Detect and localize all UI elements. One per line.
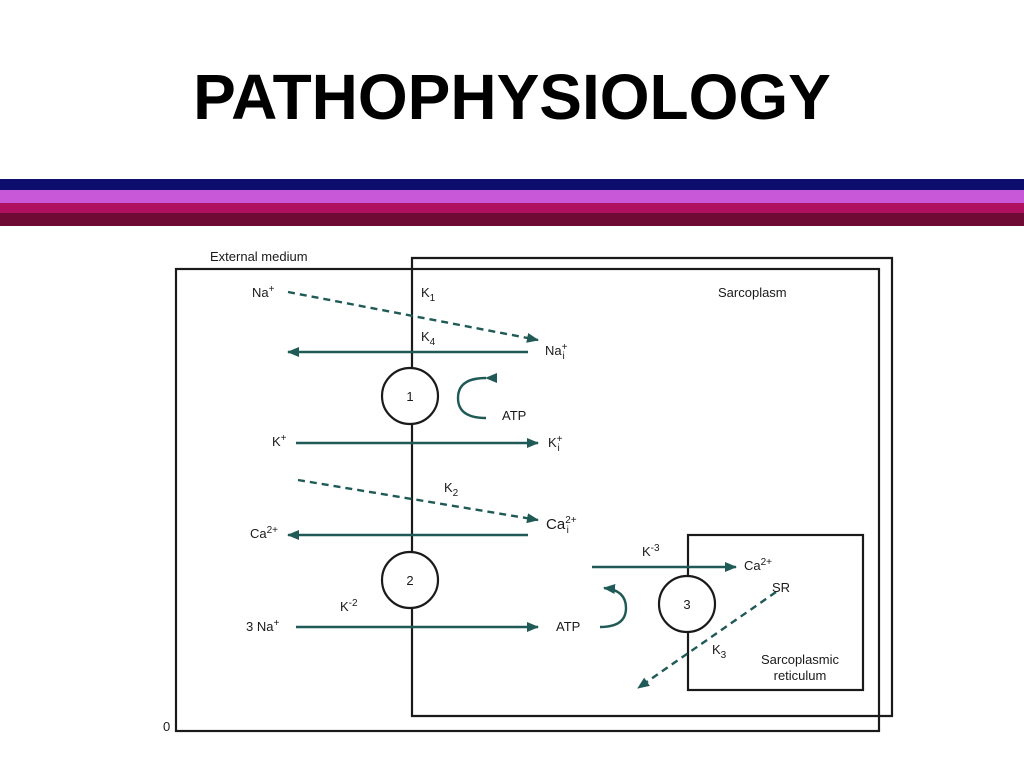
ca-inside-label: Ca2+i [546, 515, 577, 536]
sarcoplasm-label: Sarcoplasm [718, 285, 787, 300]
band-maroon [0, 213, 1024, 226]
sarcolemma [410, 256, 894, 718]
atp-label-2: ATP [556, 619, 580, 634]
slide-title: PATHOPHYSIOLOGY [193, 61, 831, 133]
k-minus-3-label: K-3 [642, 543, 660, 559]
pump-3-label: 3 [683, 597, 690, 612]
ca-sr-label: Ca2+ [744, 557, 772, 573]
pump-2: 2 [380, 550, 440, 610]
external-medium-frame [174, 267, 881, 733]
k1-label: K1 [421, 285, 436, 304]
sarcoplasmic-reticulum-label-2: reticulum [774, 668, 827, 683]
atp-loop-1 [456, 372, 498, 420]
k3-label: K3 [712, 642, 727, 661]
k-minus-2-label: K-2 [340, 598, 358, 614]
cell-membranes [174, 256, 894, 733]
flux-arrows [287, 290, 777, 689]
band-violet [0, 190, 1024, 203]
atp-label-1: ATP [502, 408, 526, 423]
sarcoplasmic-reticulum-label-1: Sarcoplasmic [761, 652, 840, 667]
k-outside-label: K+ [272, 433, 287, 449]
ca-influx-arrow [297, 478, 539, 524]
sr-label: SR [772, 580, 790, 595]
pump-1-label: 1 [406, 389, 413, 404]
pump-3: 3 [657, 574, 717, 634]
k4-label: K4 [421, 329, 436, 348]
title-divider-bands [0, 179, 1024, 226]
ca-outside-label: Ca2+ [250, 525, 278, 541]
pump-2-label: 2 [406, 573, 413, 588]
pump-1: 1 [380, 366, 440, 426]
ca-sr-uptake-arrow [637, 591, 777, 689]
band-navy [0, 179, 1024, 190]
na-outside-label: Na+ [252, 284, 275, 300]
atp-loop-2 [599, 584, 628, 629]
k2-label: K2 [444, 480, 459, 499]
origin-label: 0 [163, 719, 170, 734]
band-magenta [0, 203, 1024, 213]
na-influx-arrow [287, 290, 539, 343]
external-medium-label: External medium [210, 249, 308, 264]
na-inside-label: Na+i [545, 342, 568, 362]
na3-outside-label: 3 Na+ [246, 618, 279, 634]
k-inside-label: K+i [548, 434, 563, 454]
